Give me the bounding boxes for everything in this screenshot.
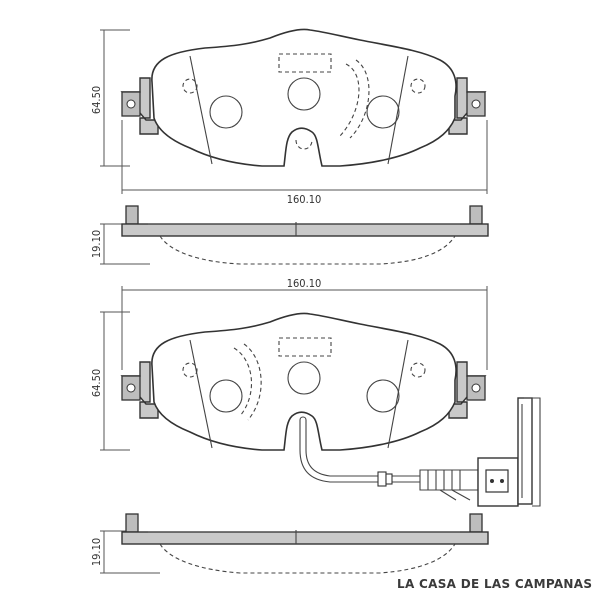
- dim-height-2: 64.50: [90, 369, 103, 397]
- dim-width-2: 160.10: [287, 277, 322, 290]
- pad-front-view-2: 160.10 64.50: [90, 277, 541, 507]
- dim-thickness-1: 19.10: [90, 230, 103, 258]
- pad-side-view-1: 19.10: [90, 205, 489, 265]
- dim-width-1: 160.10: [287, 193, 322, 206]
- brand-watermark: LA CASA DE LAS CAMPANAS: [397, 577, 593, 591]
- pad-side-view-2: 19.10: [90, 513, 489, 574]
- dim-thickness-2: 19.10: [90, 538, 103, 566]
- dim-height-1: 64.50: [90, 86, 103, 114]
- pad-front-view-1: 64.50 160.10: [90, 28, 488, 206]
